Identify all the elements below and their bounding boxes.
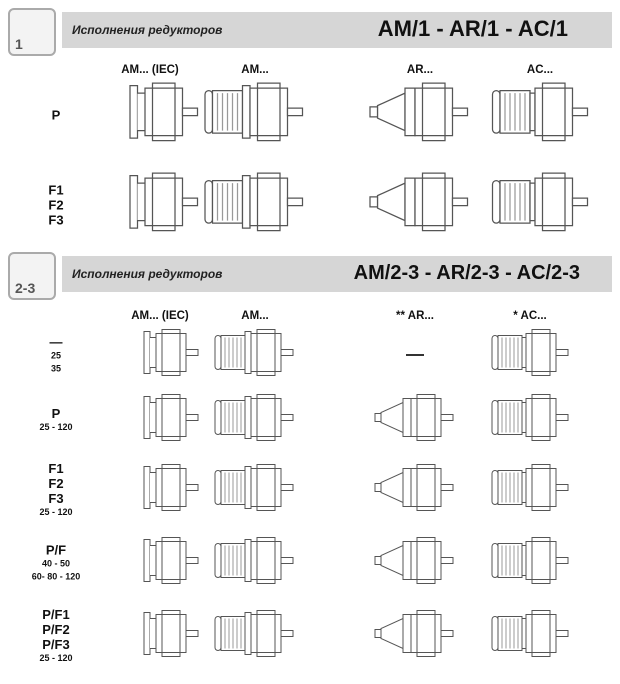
row-label-line: P bbox=[51, 107, 61, 123]
gearbox-drawing-ar bbox=[368, 78, 473, 152]
row-label-line: F3 bbox=[48, 491, 64, 506]
row-size-range: 25 bbox=[50, 350, 61, 361]
row-label: —25 35 bbox=[20, 335, 92, 376]
gearbox-drawing-ac bbox=[488, 391, 572, 450]
section-icon: 2-3 bbox=[8, 252, 56, 300]
column-header: ** AR... bbox=[396, 310, 434, 322]
gearbox-drawing-am bbox=[203, 78, 308, 152]
row-label-line: P/F1 bbox=[42, 607, 70, 622]
row-label-line: F2 bbox=[48, 476, 64, 491]
column-header: AM... bbox=[241, 310, 269, 322]
gearbox-drawing-am bbox=[213, 461, 297, 520]
gearbox-drawing-iec bbox=[118, 391, 202, 450]
section-header: Исполнения редукторов AM/2-3 - AR/2-3 - A… bbox=[62, 256, 612, 292]
gearbox-drawing-ar bbox=[368, 168, 473, 242]
row-label-line: P/F2 bbox=[42, 622, 70, 637]
row-label-line: F1 bbox=[48, 461, 64, 476]
not-available-dash bbox=[406, 354, 424, 356]
gearbox-drawing-ar bbox=[373, 391, 457, 450]
row-label-line: P/F bbox=[45, 542, 67, 558]
row-label-line: F1 bbox=[48, 182, 64, 198]
row-size-range: 25 - 120 bbox=[39, 653, 73, 663]
section-subtitle: Исполнения редукторов bbox=[72, 23, 223, 37]
section-icon: 1 bbox=[8, 8, 56, 56]
column-header: AM... bbox=[241, 64, 269, 76]
section-title: AM/1 - AR/1 - AC/1 bbox=[377, 16, 568, 41]
row-label-line: P bbox=[51, 406, 61, 421]
gearbox-drawing-iec bbox=[118, 461, 202, 520]
column-header: * AC... bbox=[513, 310, 547, 322]
section-icon-label: 1 bbox=[15, 36, 23, 52]
row-size-range: 25 - 120 bbox=[39, 507, 73, 517]
gearbox-drawing-iec bbox=[118, 326, 202, 385]
gearbox-drawing-ac bbox=[488, 78, 593, 152]
column-header: AC... bbox=[526, 64, 554, 76]
gearbox-drawing-am bbox=[213, 391, 297, 450]
gearbox-drawing-iec bbox=[98, 168, 203, 242]
gearbox-drawing-ar bbox=[373, 461, 457, 520]
section-title: AM/2-3 - AR/2-3 - AC/2-3 bbox=[353, 262, 580, 284]
gearbox-drawing-ac bbox=[488, 326, 572, 385]
row-label-line: F3 bbox=[48, 212, 64, 228]
row-label: P bbox=[20, 108, 92, 123]
row-label-line: — bbox=[49, 334, 63, 350]
section-icon-label: 2-3 bbox=[15, 280, 36, 296]
row-size-range: 40 - 50 bbox=[41, 558, 71, 569]
gearbox-drawing-ac bbox=[488, 607, 572, 666]
gearbox-drawing-iec bbox=[118, 607, 202, 666]
gearbox-drawing-am bbox=[213, 534, 297, 593]
gearbox-drawing-ar bbox=[373, 534, 457, 593]
gearbox-drawing-ar bbox=[373, 607, 457, 666]
row-size-range: 25 - 120 bbox=[39, 422, 73, 432]
gearbox-drawing-ac bbox=[488, 168, 593, 242]
row-label-line: P/F3 bbox=[42, 637, 70, 652]
row-size-range: 60- 80 - 120 bbox=[31, 571, 81, 582]
gearbox-drawing-am bbox=[213, 326, 297, 385]
column-header: AR... bbox=[406, 64, 434, 76]
gearbox-drawing-am bbox=[203, 168, 308, 242]
section-header: Исполнения редукторов AM/1 - AR/1 - AC/1 bbox=[62, 12, 612, 48]
gearbox-drawing-ac bbox=[488, 461, 572, 520]
row-label-line: F2 bbox=[48, 197, 64, 213]
column-header: AM... (IEC) bbox=[131, 310, 189, 322]
gearbox-drawing-ac bbox=[488, 534, 572, 593]
gearbox-drawing-iec bbox=[118, 534, 202, 593]
column-header: AM... (IEC) bbox=[121, 64, 179, 76]
gearbox-drawing-am bbox=[213, 607, 297, 666]
section-subtitle: Исполнения редукторов bbox=[72, 267, 223, 281]
row-size-range: 35 bbox=[50, 363, 61, 374]
gearbox-drawing-iec bbox=[98, 78, 203, 152]
